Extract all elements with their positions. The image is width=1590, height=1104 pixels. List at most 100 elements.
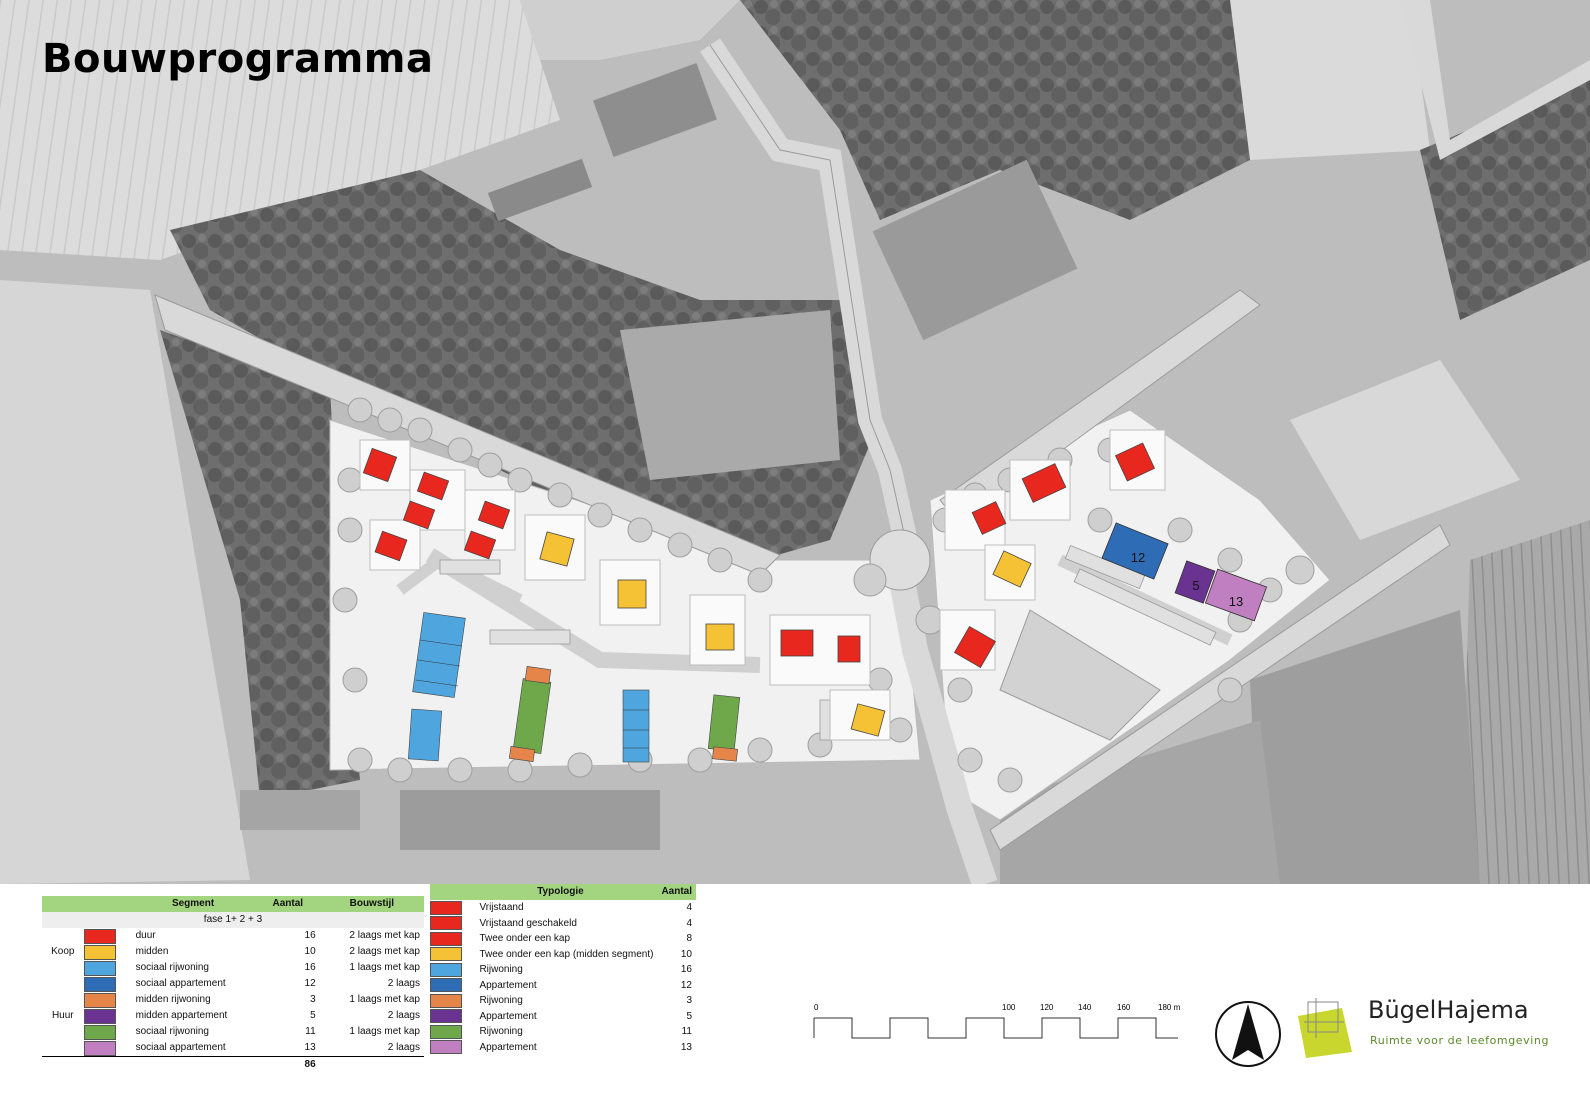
segment-aantal: 5 <box>310 1010 316 1021</box>
scale-label-100: 100 <box>1002 1003 1016 1012</box>
label-apartment-13: 13 <box>1229 594 1243 609</box>
road-north-edge <box>709 44 911 561</box>
segment-bouwstijl: 1 laags met kap <box>349 1026 420 1037</box>
typologie-swatch <box>430 1040 463 1056</box>
typologie-label: Twee onder een kap (midden segment) <box>479 948 654 960</box>
scale-label-120: 120 <box>1040 1003 1054 1012</box>
group-koop: Koop <box>51 946 75 957</box>
field-top-center <box>520 0 740 60</box>
farm-building-5 <box>240 790 360 830</box>
typologie-aantal: 11 <box>681 1026 692 1037</box>
road-south <box>887 567 998 884</box>
houses-duur <box>362 442 1156 669</box>
segment-swatch <box>83 1008 118 1024</box>
field-top-right <box>1230 0 1430 160</box>
meadow-center <box>620 310 840 480</box>
typologie-label: Vrijstaand geschakeld <box>479 917 577 929</box>
typologie-row: Vrijstaand geschakeld 4 <box>430 916 696 932</box>
apartment-blocks <box>1101 522 1268 622</box>
segment-total: 86 <box>268 1056 320 1073</box>
label-apartment-5: 5 <box>1192 578 1199 593</box>
segment-swatch <box>83 1024 118 1040</box>
typologie-swatch <box>430 978 463 994</box>
segment-row: sociaal rijwoning 11 1 laags met kap <box>42 1024 424 1040</box>
segment-bouwstijl: 1 laags met kap <box>349 962 420 973</box>
typologie-row: Twee onder een kap (midden segment) 10 <box>430 947 696 963</box>
typologie-aantal: 10 <box>680 948 692 960</box>
field-right-stripes <box>1460 520 1590 884</box>
segment-label: sociaal rijwoning <box>135 1026 209 1037</box>
road-far-right <box>1400 0 1590 160</box>
aantal-header: Aantal <box>268 896 320 912</box>
farm-building-4 <box>400 790 660 850</box>
page-title: Bouwprogramma <box>42 36 434 82</box>
typologie-label: Twee onder een kap <box>479 933 571 944</box>
typologie-label: Appartement <box>479 979 537 991</box>
typologie-swatch <box>430 993 463 1009</box>
fase-subheader: fase 1+ 2 + 3 <box>42 912 424 928</box>
segment-aantal: 16 <box>304 930 316 941</box>
segment-total-row: 86 <box>42 1056 424 1073</box>
row-divisions <box>415 639 649 749</box>
typologie-aantal: 4 <box>686 902 692 913</box>
segment-swatch <box>83 944 118 960</box>
typologie-row: Appartement 5 <box>430 1009 696 1025</box>
typologie-label: Rijwoning <box>479 964 523 975</box>
segment-swatch <box>83 976 118 992</box>
houses-midden <box>539 531 1032 737</box>
segment-row: midden rijwoning 3 1 laags met kap <box>42 992 424 1008</box>
north-arrow-icon <box>1215 1001 1281 1067</box>
segment-label: duur <box>135 930 156 941</box>
typologie-swatch <box>430 916 463 932</box>
typologie-aantal: 5 <box>686 1010 692 1022</box>
segment-label: midden rijwoning <box>135 994 211 1005</box>
typologie-aantal: 8 <box>686 933 692 944</box>
field-left <box>0 280 250 884</box>
commercial-building <box>999 609 1161 741</box>
segment-aantal: 16 <box>304 962 316 973</box>
segment-aantal: 10 <box>304 946 316 957</box>
segment-swatch <box>83 1040 118 1057</box>
typologie-aantal: 4 <box>686 917 692 929</box>
forest-northeast <box>740 0 1250 220</box>
segment-bouwstijl: 2 laags <box>387 978 420 989</box>
scale-label-160: 160 <box>1117 1003 1131 1012</box>
segment-swatch <box>83 960 118 976</box>
typologie-row: Twee onder een kap 8 <box>430 931 696 947</box>
typologie-aantal: 3 <box>686 995 692 1006</box>
segment-label: sociaal appartement <box>135 978 226 989</box>
segment-aantal: 3 <box>310 994 316 1005</box>
segment-header: Segment <box>117 896 269 912</box>
typologie-label: Vrijstaand <box>479 902 524 913</box>
segment-aantal: 13 <box>304 1042 316 1053</box>
typologie-header-row: Typologie Aantal <box>430 884 696 900</box>
group-huur: Huur <box>51 1010 74 1021</box>
rows-sociaal-rijwoning <box>407 612 650 763</box>
scale-label-180: 180 m <box>1158 1003 1181 1012</box>
typologie-label: Appartement <box>479 1041 537 1053</box>
typologie-swatch <box>430 962 463 978</box>
segment-aantal: 11 <box>305 1026 316 1037</box>
site-plan-map: 12 5 13 <box>0 0 1590 884</box>
segment-legend-table: Segment Aantal Bouwstijl fase 1+ 2 + 3 d… <box>42 896 424 1073</box>
field-bottom <box>1000 720 1280 884</box>
segment-subheader-row: fase 1+ 2 + 3 <box>42 912 424 928</box>
farm-building-2 <box>593 62 717 158</box>
segment-swatch <box>83 928 118 944</box>
scale-bar: 0 100 120 140 160 180 m <box>813 1003 1181 1039</box>
typologie-label: Appartement <box>479 1010 537 1022</box>
field-bottom-right <box>1250 610 1480 884</box>
segment-bouwstijl: 2 laags met kap <box>349 930 420 941</box>
field-top-left <box>0 0 560 260</box>
segment-aantal: 12 <box>304 978 316 989</box>
segment-bouwstijl: 2 laags <box>387 1042 420 1053</box>
scale-bar-line <box>814 1017 1178 1039</box>
segment-bouwstijl: 1 laags met kap <box>349 994 420 1005</box>
